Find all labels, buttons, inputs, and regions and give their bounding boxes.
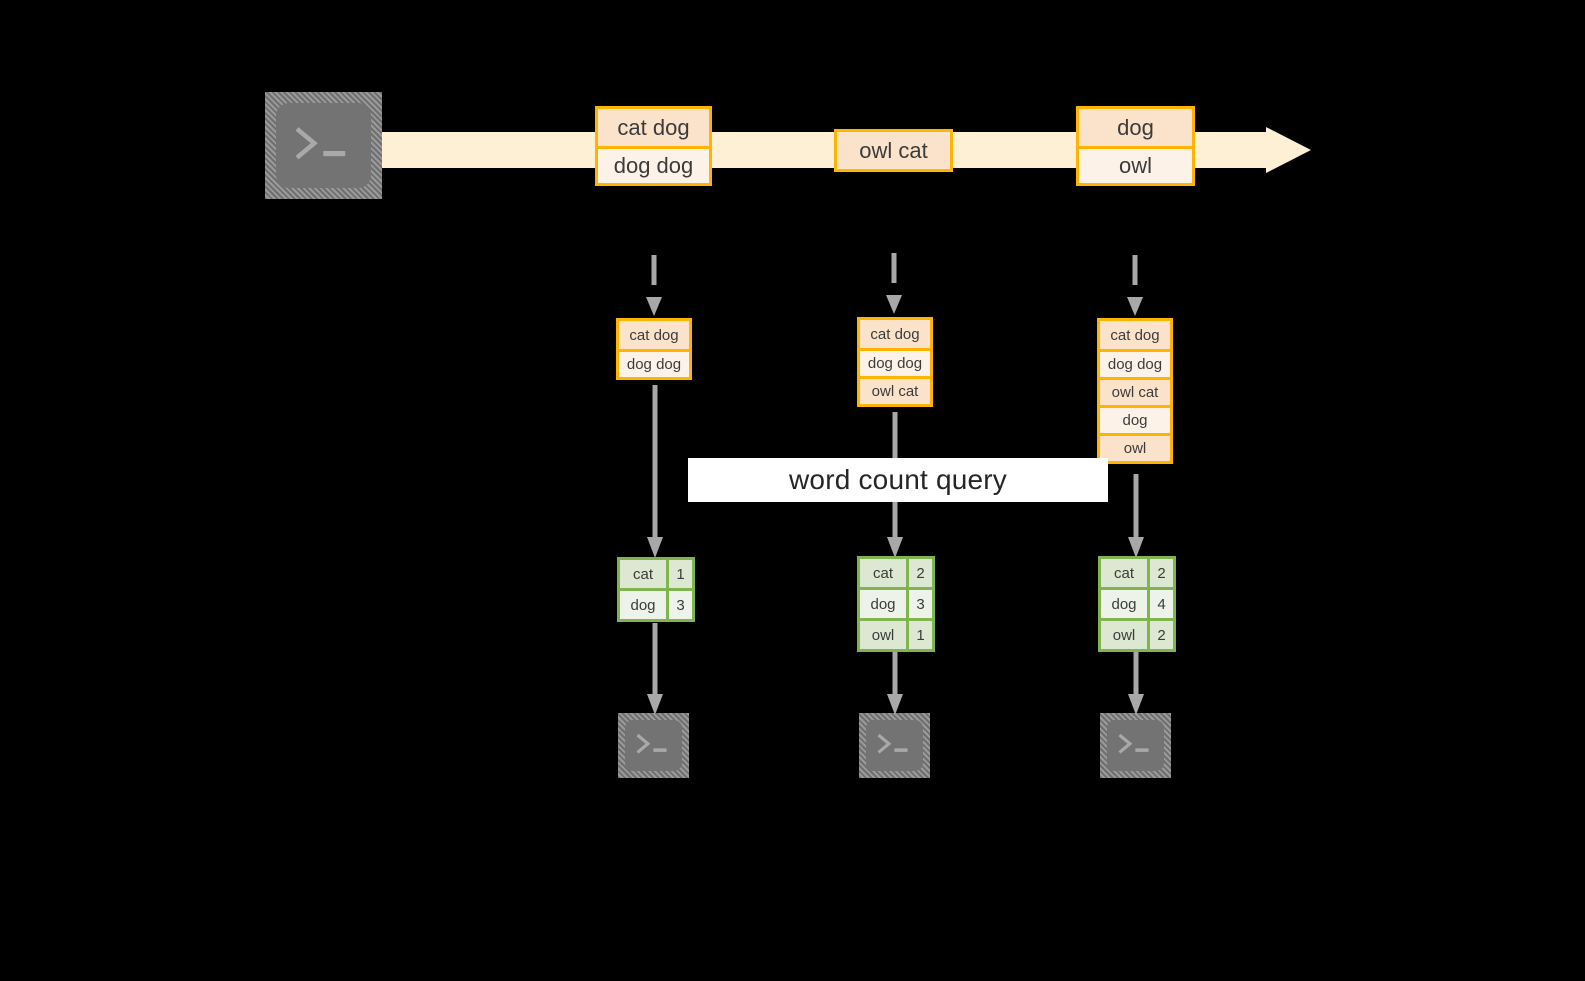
snapshot-2-count-word: cat xyxy=(860,559,906,587)
query-connector-3 xyxy=(1128,474,1144,559)
snapshot-3-count-count: 2 xyxy=(1147,559,1173,587)
source-terminal-icon[interactable] xyxy=(265,92,382,199)
snapshot-2-input-record: dog dog xyxy=(860,348,930,376)
dashed-connector-1 xyxy=(646,255,662,317)
terminal-screen xyxy=(866,720,923,771)
snapshot-3-count-word: owl xyxy=(1101,621,1147,649)
snapshot-2-input-record: owl cat xyxy=(860,376,930,404)
snapshot-3-count-count: 4 xyxy=(1147,590,1173,618)
stream-event-record: cat dog xyxy=(598,109,709,146)
dashed-connector-3 xyxy=(1127,255,1143,317)
stream-event-record: owl xyxy=(1079,146,1192,183)
sink-connector-2 xyxy=(887,652,903,716)
snapshot-1-input-record: cat dog xyxy=(619,321,689,349)
stream-event-group-2[interactable]: owl cat xyxy=(834,129,953,172)
snapshot-1-count-word: cat xyxy=(620,560,666,588)
stream-event-record: dog dog xyxy=(598,146,709,183)
snapshot-2-count-count: 3 xyxy=(906,590,932,618)
terminal-screen xyxy=(625,720,682,771)
snapshot-3-count-count: 2 xyxy=(1147,621,1173,649)
prompt-glyph-icon xyxy=(1116,731,1155,757)
snapshot-1-input-record: dog dog xyxy=(619,349,689,377)
snapshot-2-count-count: 2 xyxy=(906,559,932,587)
prompt-glyph-icon xyxy=(875,731,914,757)
snapshot-1-count-word: dog xyxy=(620,591,666,619)
snapshot-3-input-record: owl cat xyxy=(1100,377,1170,405)
snapshot-3-count-word: dog xyxy=(1101,590,1147,618)
snapshot-2-count-word: dog xyxy=(860,590,906,618)
sink-connector-3 xyxy=(1128,652,1144,716)
snapshot-1-count-count: 3 xyxy=(666,591,692,619)
snapshot-3-input-record: dog xyxy=(1100,405,1170,433)
snapshot-2-count-count: 1 xyxy=(906,621,932,649)
prompt-glyph-icon xyxy=(291,122,356,165)
snapshot-3-input-record: cat dog xyxy=(1100,321,1170,349)
snapshot-1-count-count: 1 xyxy=(666,560,692,588)
prompt-glyph-icon xyxy=(634,731,673,757)
sink-terminal-icon-2[interactable] xyxy=(859,713,930,778)
sink-terminal-icon-3[interactable] xyxy=(1100,713,1171,778)
stream-event-record: owl cat xyxy=(837,132,950,169)
terminal-screen xyxy=(276,103,371,188)
snapshot-2-count-word: owl xyxy=(860,621,906,649)
sink-connector-1 xyxy=(647,623,663,716)
query-label: word count query xyxy=(688,458,1108,502)
terminal-screen xyxy=(1107,720,1164,771)
snapshot-3-count-word: cat xyxy=(1101,559,1147,587)
sink-terminal-icon-1[interactable] xyxy=(618,713,689,778)
dashed-connector-2 xyxy=(886,253,902,315)
snapshot-2-input-record: cat dog xyxy=(860,320,930,348)
snapshot-3-input-record: owl xyxy=(1100,433,1170,461)
query-connector-1 xyxy=(647,385,663,559)
snapshot-3-input-record: dog dog xyxy=(1100,349,1170,377)
stream-event-record: dog xyxy=(1079,109,1192,146)
